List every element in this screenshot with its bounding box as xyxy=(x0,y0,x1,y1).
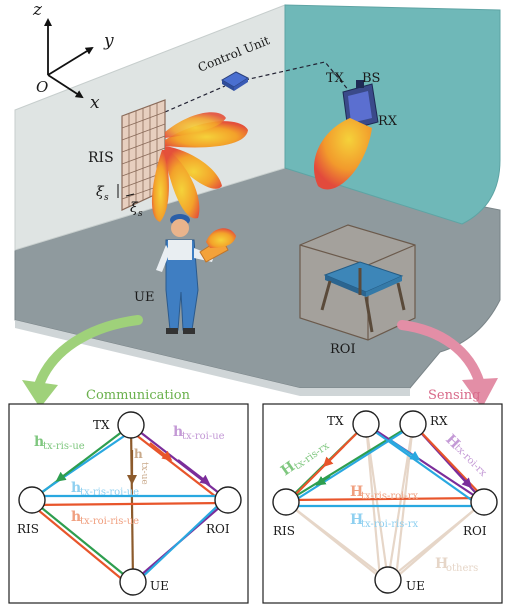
arrow-tx-roi xyxy=(177,459,211,485)
s-edge-ris-roi-orange xyxy=(289,496,485,502)
h-tx-ris-ue-sub: tx-ris-ue xyxy=(43,441,85,452)
H-others-sub: others xyxy=(446,563,478,574)
h-tx-roi-ris-ue-sub: tx-roi-ris-ue xyxy=(80,516,139,527)
H-tx-ris-roi-rx-sub: tx-ris-roi-rx xyxy=(361,491,419,502)
sense-ue-label: UE xyxy=(406,579,425,593)
bs-label: BS xyxy=(362,71,380,86)
roi-label: ROI xyxy=(330,342,356,357)
origin-label: O xyxy=(36,78,48,96)
sense-tx-label: TX xyxy=(327,414,344,428)
comm-node-ue xyxy=(119,568,147,596)
bs-beam xyxy=(313,118,372,190)
x-axis-label: x xyxy=(90,93,100,113)
edge-ris-ue-orange xyxy=(31,504,130,586)
s-arrow-tx-ris xyxy=(322,445,345,468)
h-tx-ris-roi-ue-sub: tx-ris-roi-ue xyxy=(80,487,139,498)
sensing-curve-arrow xyxy=(397,320,485,389)
sense-node-roi xyxy=(470,488,498,516)
comm-ris-label: RIS xyxy=(17,522,39,536)
h-tx-roi-ue-main: h xyxy=(173,424,183,440)
s-edge-ris-rx-cyan xyxy=(285,427,410,507)
xi-s-label-1: ξ xyxy=(96,184,105,200)
comm-node-roi xyxy=(214,486,242,514)
roi-box: ROI xyxy=(299,224,416,357)
s-arrow-ris xyxy=(315,475,331,486)
sensing-graph: TX RX RIS ROI UE H tx-ris-rx H tx-roi-rx… xyxy=(262,403,503,604)
sense-node-ris xyxy=(272,488,300,516)
h-tx-ue-main: h xyxy=(134,447,143,461)
ris-label: RIS xyxy=(88,150,114,166)
communication-graph: TX RIS ROI UE h tx-ris-ue h tx-roi-ue h … xyxy=(8,403,249,604)
edge-tx-roi-orange xyxy=(126,427,225,504)
ris-grid xyxy=(121,103,166,207)
xi-s-sub-2: s xyxy=(138,209,143,219)
comm-node-tx xyxy=(117,411,145,439)
bs-control-link xyxy=(244,61,351,93)
tx-label: TX xyxy=(326,71,345,86)
h-tx-ue-sub: tx-ue xyxy=(139,462,149,485)
ue-person: UE xyxy=(134,214,236,334)
h-tx-ris-ue-main: h xyxy=(34,434,44,450)
axis-triad: z y x O xyxy=(32,0,114,113)
s-edge-ris-rx-green xyxy=(285,423,414,503)
xi-s-label-2: ξ xyxy=(130,200,139,216)
comm-roi-label: ROI xyxy=(206,522,230,536)
rx-label: RX xyxy=(378,114,398,129)
H-tx-roi-ris-rx-main: H xyxy=(350,512,363,528)
h-tx-roi-ue-sub: tx-roi-ue xyxy=(182,431,225,442)
s-edge-tx-roi-purple xyxy=(365,423,485,503)
comm-tx-label: TX xyxy=(93,418,110,432)
y-axis-label: y xyxy=(103,31,114,51)
arrow-tx-ris xyxy=(55,461,83,482)
sense-node-tx xyxy=(352,410,380,438)
ue-label: UE xyxy=(134,290,154,305)
H-tx-roi-ris-rx-sub: tx-roi-ris-rx xyxy=(361,519,419,530)
ris-control-link xyxy=(164,85,226,113)
base-station: TX BS RX xyxy=(313,71,398,190)
sensing-label: Sensing xyxy=(428,388,481,403)
xi-s-sub-1: s xyxy=(104,193,109,203)
sense-node-ue xyxy=(374,566,402,594)
sense-rx-label: RX xyxy=(430,414,448,428)
H-others-main: H xyxy=(435,556,448,572)
x-axis-arrow xyxy=(47,74,84,99)
xi-s-marker-horizontal xyxy=(125,193,135,197)
room xyxy=(14,4,501,396)
h-tx-ris-roi-ue-main: h xyxy=(71,480,81,496)
others-edges xyxy=(285,423,485,581)
edge-roi-ue-cyan xyxy=(136,495,229,583)
communication-arrowhead xyxy=(22,380,58,408)
ue-beam xyxy=(206,228,236,248)
sense-ris-label: RIS xyxy=(273,524,295,538)
edge-ris-ue xyxy=(31,499,134,583)
communication-label: Communication xyxy=(86,388,191,403)
comm-ue-label: UE xyxy=(150,579,169,593)
ris-beam xyxy=(151,112,248,222)
communication-curve-arrow xyxy=(33,315,143,393)
s-edge-roi-rx-orange xyxy=(416,427,485,499)
edge-roi-ris-orange xyxy=(31,501,225,507)
ris-panel: RIS ξ s ξ s xyxy=(88,99,166,219)
comm-node-ris xyxy=(18,486,46,514)
arrow-tx-roi-orange xyxy=(149,442,173,461)
edge-tx-ris-cyan xyxy=(35,427,137,497)
z-axis-label: z xyxy=(32,0,43,20)
sense-node-rx xyxy=(399,410,427,438)
y-axis-arrow xyxy=(47,46,94,76)
sense-roi-label: ROI xyxy=(463,524,487,538)
sensing-arrowhead xyxy=(462,378,498,408)
s-arrow-roi xyxy=(454,469,473,489)
s-arrow-tx-roi xyxy=(389,439,421,461)
h-tx-roi-ris-ue-main: h xyxy=(71,509,81,525)
H-tx-ris-roi-rx-main: H xyxy=(350,484,363,500)
room-floor-edge xyxy=(15,320,410,396)
